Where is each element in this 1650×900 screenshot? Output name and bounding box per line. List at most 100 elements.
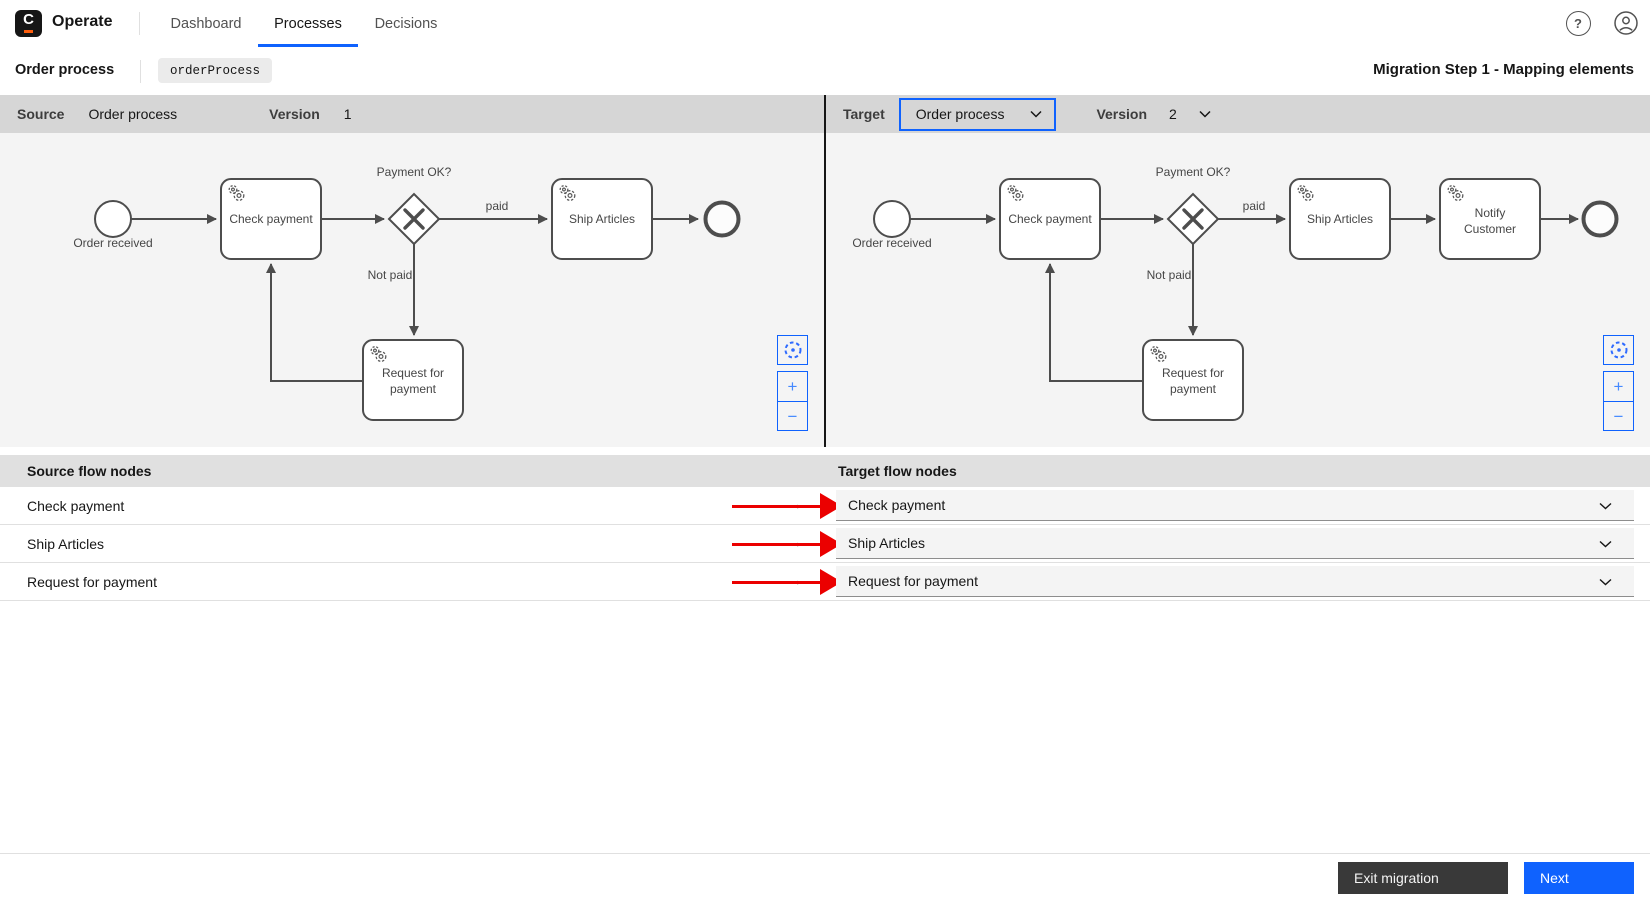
annotation-arrow: →	[730, 563, 842, 601]
task-ship-articles-label: Ship Articles	[569, 212, 635, 226]
user-menu-button[interactable]	[1612, 9, 1640, 37]
tab-dashboard[interactable]: Dashboard	[162, 0, 250, 47]
mapping-row-ship-articles: Ship Articles → Ship Articles	[0, 525, 1650, 563]
source-node-label: Request for payment	[27, 574, 157, 590]
task-request-label-line1: Request for	[1162, 366, 1224, 380]
app-name: Operate	[52, 13, 113, 30]
source-diagram-area: Order received Check payment Payment OK?…	[0, 133, 824, 447]
mapping-row-request-for-payment: Request for payment → Request for paymen…	[0, 563, 1650, 601]
target-diagram-area: Order received Check payment Payment OK?…	[826, 133, 1650, 447]
start-event	[94, 200, 132, 238]
target-node-dropdown[interactable]: Ship Articles	[836, 528, 1634, 559]
process-name: Order process	[15, 62, 115, 78]
target-flow-nodes-header: Target flow nodes	[838, 463, 957, 479]
gateway-x-icon	[403, 208, 425, 230]
task-ship-articles[interactable]	[1289, 178, 1391, 260]
source-bpmn-diagram: Order received Check payment Payment OK?…	[73, 165, 741, 421]
logo-letter: C	[23, 11, 34, 28]
source-flow-nodes-header: Source flow nodes	[27, 463, 152, 479]
task-check-payment-label: Check payment	[1008, 212, 1092, 226]
red-annotation-line	[732, 580, 824, 584]
flow-paid-label: paid	[486, 199, 509, 213]
reset-zoom-icon	[784, 341, 801, 359]
target-node-dropdown[interactable]: Check payment	[836, 490, 1634, 521]
help-icon: ?	[1565, 10, 1591, 36]
start-event-label: Order received	[852, 236, 931, 250]
zoom-controls: + −	[777, 371, 808, 431]
task-check-payment-label: Check payment	[229, 212, 313, 226]
reset-diagram-button[interactable]	[777, 335, 808, 365]
process-header-bar: Order process orderProcess Migration Ste…	[0, 47, 1650, 95]
source-process-name: Order process	[88, 106, 178, 122]
zoom-controls: + −	[1603, 371, 1634, 431]
task-request-for-payment[interactable]	[1142, 339, 1244, 421]
target-version-label: Version	[1096, 106, 1148, 122]
flow-paid-label: paid	[1243, 199, 1266, 213]
end-event	[703, 200, 741, 238]
task-notify-customer[interactable]	[1439, 178, 1541, 260]
task-check-payment[interactable]	[999, 178, 1101, 260]
annotation-arrow: →	[730, 525, 842, 563]
target-node-value: Ship Articles	[848, 535, 926, 551]
target-node-value: Check payment	[848, 497, 946, 513]
chevron-down-icon	[1599, 578, 1612, 586]
header-divider	[140, 60, 141, 83]
nav-divider	[139, 12, 140, 35]
target-bpmn-diagram: Order received Check payment Payment OK?…	[852, 165, 1619, 421]
flow-not-paid-label: Not paid	[368, 268, 413, 282]
zoom-out-button[interactable]: −	[1613, 406, 1624, 426]
flow-request-to-check	[1045, 263, 1143, 382]
source-node-label: Ship Articles	[27, 536, 105, 552]
task-request-for-payment[interactable]	[362, 339, 464, 421]
mapping-row-check-payment: Check payment → Check payment	[0, 487, 1650, 525]
reset-diagram-button[interactable]	[1603, 335, 1634, 365]
annotation-arrow: →	[730, 487, 842, 525]
gateway-x-icon	[1182, 208, 1204, 230]
chevron-down-icon	[1030, 110, 1042, 118]
task-check-payment[interactable]	[220, 178, 322, 260]
zoom-in-button[interactable]: +	[787, 376, 798, 396]
target-node-value: Request for payment	[848, 573, 978, 589]
tab-decisions-label: Decisions	[374, 15, 438, 32]
target-version-value: 2	[1169, 106, 1177, 122]
user-icon	[1614, 11, 1638, 35]
start-event	[873, 200, 911, 238]
zoom-out-button[interactable]: −	[787, 406, 798, 426]
exit-migration-button[interactable]: Exit migration	[1338, 862, 1508, 894]
red-annotation-line	[732, 542, 824, 546]
start-event-label: Order received	[73, 236, 152, 250]
top-navigation: C Operate Dashboard Processes Decisions …	[0, 0, 1650, 48]
task-ship-articles-label: Ship Articles	[1307, 212, 1373, 226]
task-request-label-line1: Request for	[382, 366, 444, 380]
task-ship-articles[interactable]	[551, 178, 653, 260]
zoom-controls-divider	[778, 401, 807, 402]
task-notify-label-line1: Notify	[1475, 206, 1506, 220]
target-process-dropdown[interactable]: Order process	[898, 97, 1057, 131]
migration-footer: Exit migration Next	[0, 853, 1650, 900]
source-version-label: Version	[269, 106, 320, 122]
tab-processes-label: Processes	[274, 15, 342, 32]
task-request-label-line2: payment	[1170, 382, 1217, 396]
task-request-label-line2: payment	[390, 382, 437, 396]
red-annotation-line	[732, 504, 824, 508]
flow-not-paid-label: Not paid	[1147, 268, 1192, 282]
chevron-down-icon	[1599, 540, 1612, 548]
end-event	[1581, 200, 1619, 238]
panel-divider	[824, 95, 826, 447]
migration-step-title: Migration Step 1 - Mapping elements	[1373, 61, 1634, 78]
gateway-label: Payment OK?	[1156, 165, 1231, 179]
tab-decisions[interactable]: Decisions	[366, 0, 446, 47]
target-version-chevron-icon[interactable]	[1199, 110, 1211, 118]
tab-processes[interactable]: Processes	[258, 0, 358, 47]
zoom-in-button[interactable]: +	[1613, 376, 1624, 396]
target-label: Target	[843, 106, 885, 122]
camunda-logo-icon: C	[15, 10, 42, 37]
task-notify-label-line2: Customer	[1464, 222, 1516, 236]
help-button[interactable]: ?	[1564, 9, 1592, 37]
target-process-value: Order process	[915, 106, 1005, 122]
zoom-controls-divider	[1604, 401, 1633, 402]
tab-dashboard-label: Dashboard	[170, 15, 242, 32]
next-button[interactable]: Next	[1524, 862, 1634, 894]
target-node-dropdown[interactable]: Request for payment	[836, 566, 1634, 597]
